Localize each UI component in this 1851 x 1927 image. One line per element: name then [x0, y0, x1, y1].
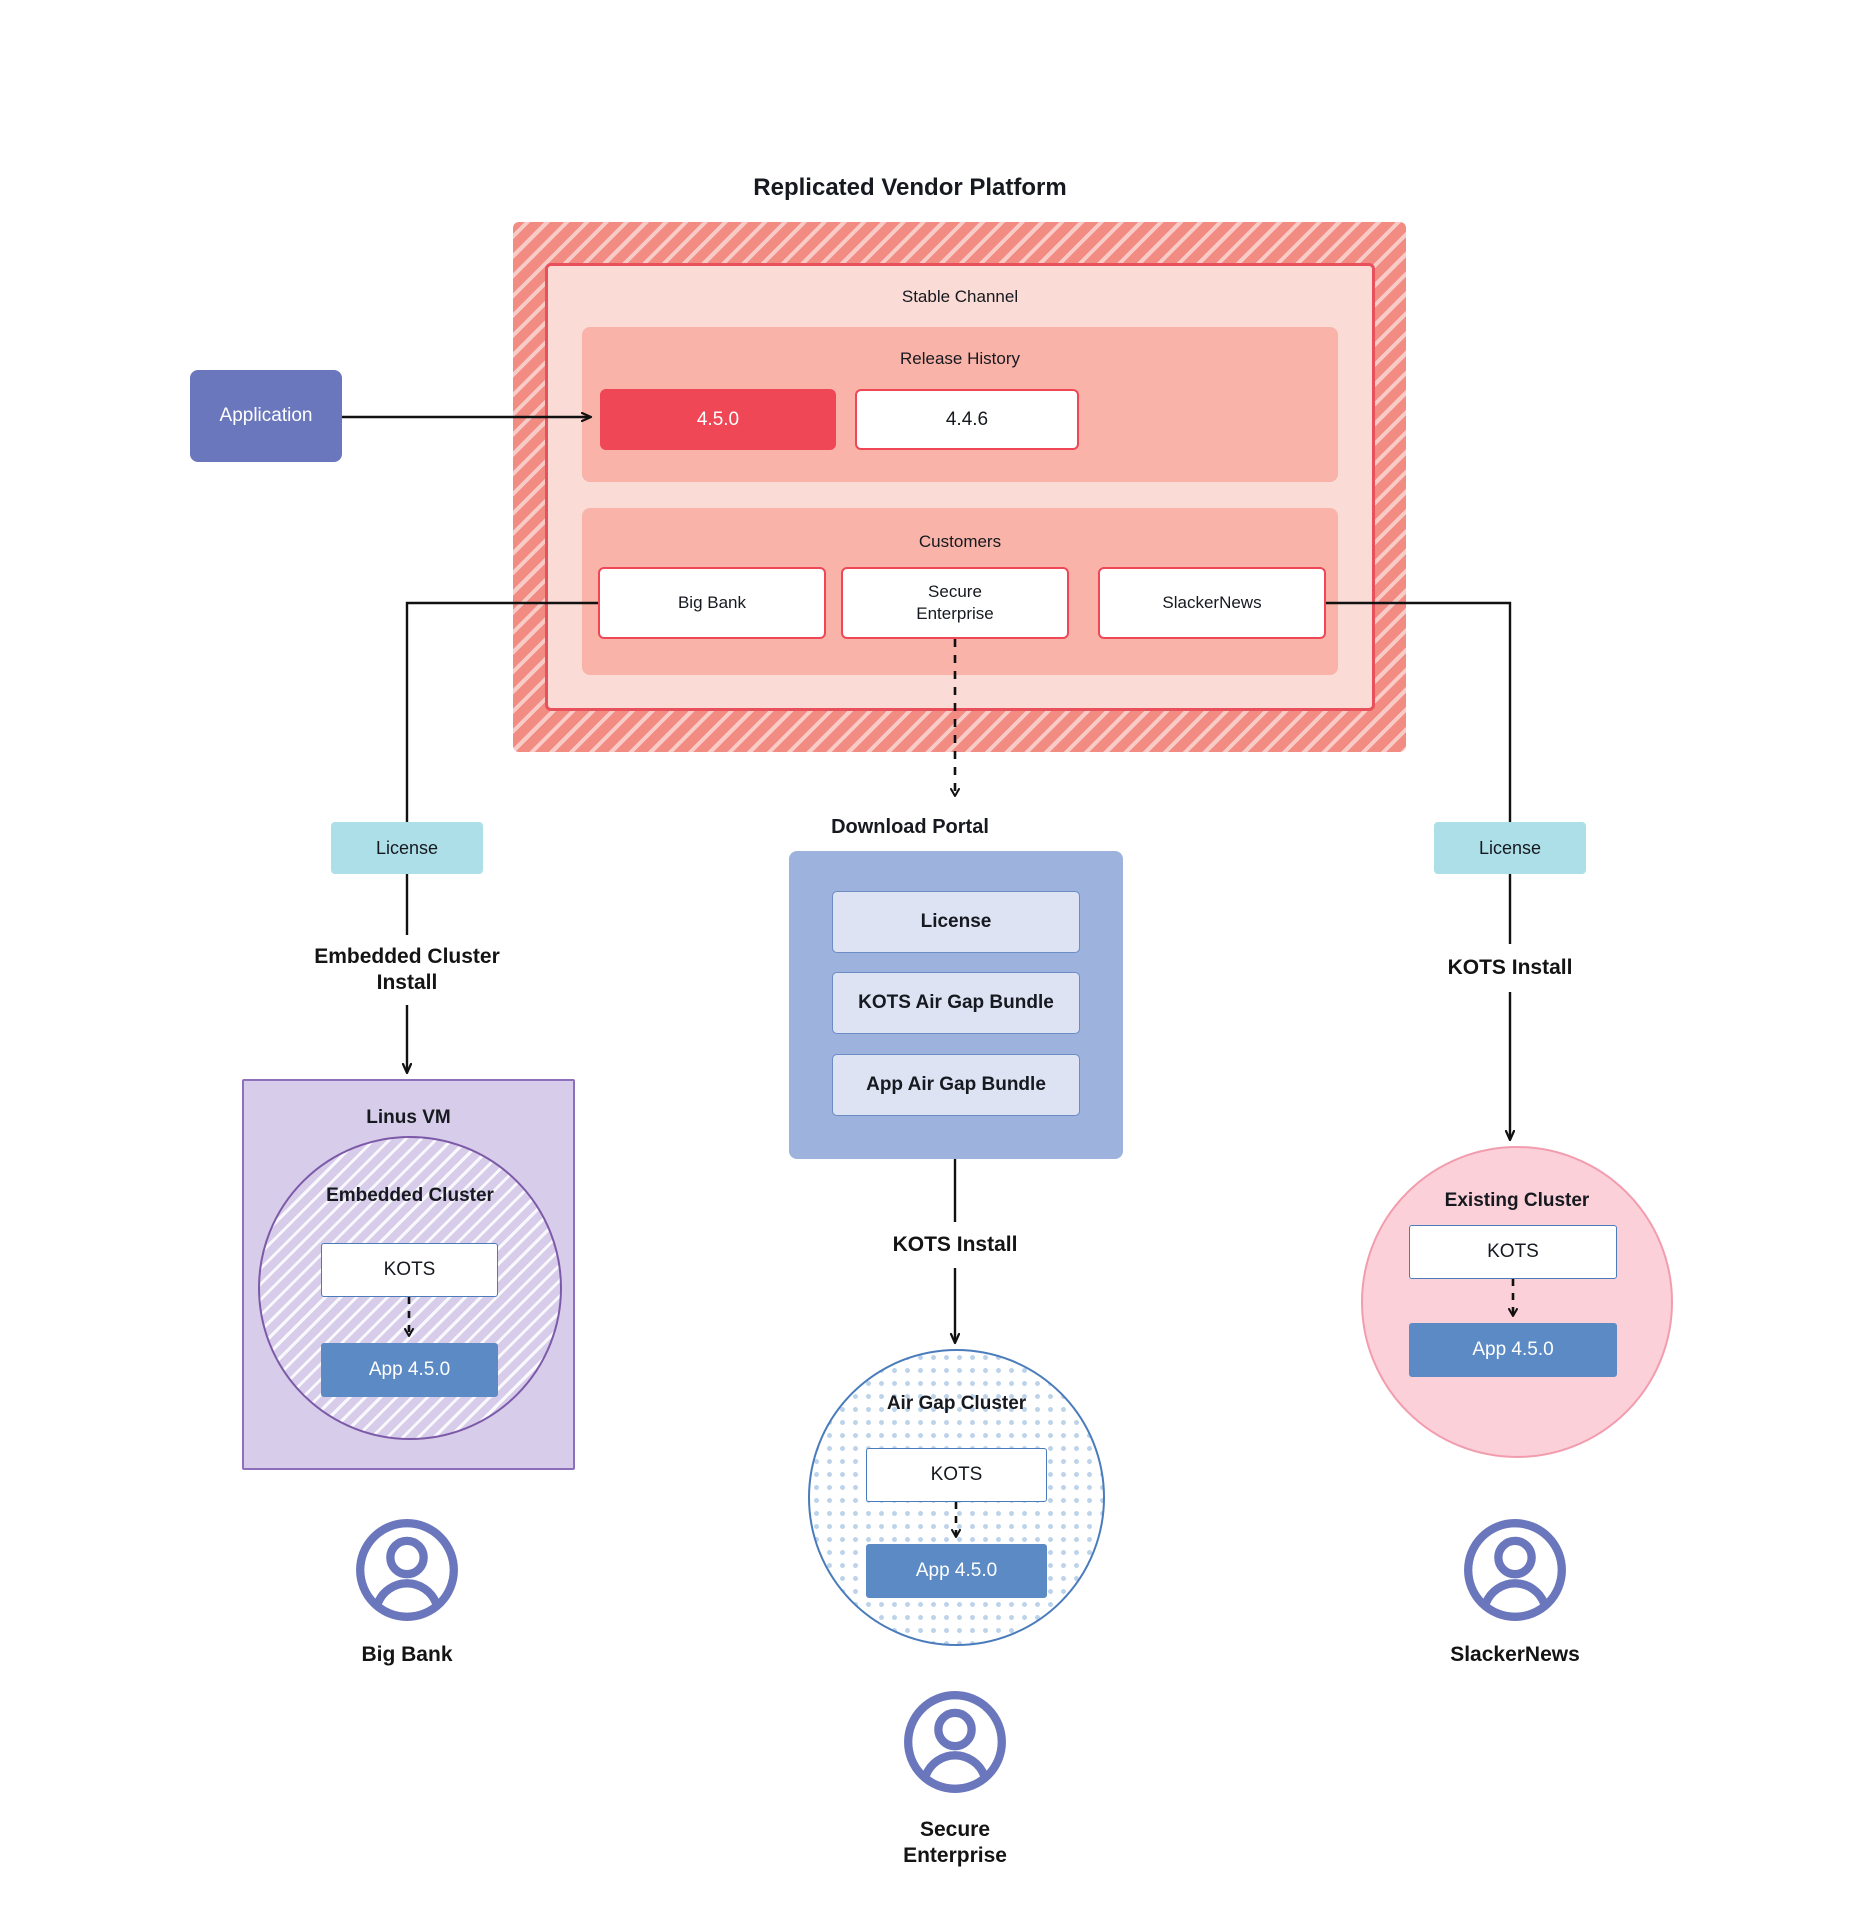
customer-name-big-bank: Big Bank	[361, 1643, 453, 1667]
avatar-secure-enterprise	[903, 1690, 1007, 1794]
kots-label: KOTS	[383, 1259, 436, 1280]
customer-chip-label: Big Bank	[677, 593, 747, 612]
customer-chip-label: Secure Enterprise	[916, 581, 994, 623]
app-version-label: App 4.5.0	[915, 1560, 998, 1581]
stable-channel-title: Stable Channel	[901, 287, 1019, 306]
embedded-cluster-circle	[258, 1136, 562, 1440]
air-gap-cluster-circle	[808, 1349, 1105, 1646]
kots-label: KOTS	[930, 1464, 983, 1485]
portal-item-kots-air-gap-bundle[interactable]: KOTS Air Gap Bundle	[832, 972, 1080, 1034]
app-box-center[interactable]: App 4.5.0	[866, 1544, 1047, 1598]
avatar-slackernews	[1463, 1518, 1567, 1622]
download-portal-title: Download Portal	[831, 815, 989, 838]
portal-item-license[interactable]: License	[832, 891, 1080, 953]
release-version-label: 4.5.0	[696, 408, 740, 430]
app-box-right[interactable]: App 4.5.0	[1409, 1323, 1617, 1377]
edge-label-kots-install-center: KOTS Install	[892, 1233, 1018, 1257]
license-chip-left[interactable]: License	[331, 822, 483, 874]
app-version-label: App 4.5.0	[368, 1359, 451, 1380]
edge-label-embedded-cluster-install: Embedded Cluster Install	[314, 945, 500, 994]
release-history-title: Release History	[900, 349, 1020, 368]
kots-box-right[interactable]: KOTS	[1409, 1225, 1617, 1279]
customer-chip-big-bank[interactable]: Big Bank	[598, 567, 826, 639]
existing-cluster-circle	[1361, 1146, 1673, 1458]
portal-item-label: License	[920, 911, 992, 932]
customer-chip-label: SlackerNews	[1162, 593, 1262, 612]
customers-title: Customers	[918, 532, 1002, 551]
license-chip-label: License	[1478, 837, 1542, 858]
license-chip-label: License	[375, 837, 439, 858]
portal-item-label: App Air Gap Bundle	[866, 1074, 1046, 1095]
release-item-previous[interactable]: 4.4.6	[855, 389, 1079, 450]
kots-box-center[interactable]: KOTS	[866, 1448, 1047, 1502]
linus-vm-label: Linus VM	[366, 1107, 451, 1128]
avatar-big-bank	[355, 1518, 459, 1622]
embedded-cluster-label: Embedded Cluster	[326, 1185, 494, 1206]
application-box[interactable]: Application	[190, 370, 342, 462]
app-box-left[interactable]: App 4.5.0	[321, 1343, 498, 1397]
air-gap-cluster-label: Air Gap Cluster	[886, 1393, 1027, 1414]
edge-label-kots-install-right: KOTS Install	[1447, 956, 1573, 980]
application-label: Application	[219, 405, 313, 426]
release-version-label: 4.4.6	[945, 408, 989, 430]
customer-name-secure-enterprise: Secure Enterprise	[903, 1818, 1007, 1867]
customer-name-slackernews: SlackerNews	[1450, 1643, 1580, 1667]
license-chip-right[interactable]: License	[1434, 822, 1586, 874]
customer-chip-slackernews[interactable]: SlackerNews	[1098, 567, 1326, 639]
kots-label: KOTS	[1487, 1241, 1539, 1262]
release-item-current[interactable]: 4.5.0	[600, 389, 836, 450]
existing-cluster-label: Existing Cluster	[1444, 1190, 1590, 1211]
page-title: Replicated Vendor Platform	[753, 174, 1067, 201]
portal-item-app-air-gap-bundle[interactable]: App Air Gap Bundle	[832, 1054, 1080, 1116]
customer-chip-secure-enterprise[interactable]: Secure Enterprise	[841, 567, 1069, 639]
portal-item-label: KOTS Air Gap Bundle	[858, 992, 1054, 1013]
app-version-label: App 4.5.0	[1472, 1339, 1554, 1360]
kots-box-left[interactable]: KOTS	[321, 1243, 498, 1297]
